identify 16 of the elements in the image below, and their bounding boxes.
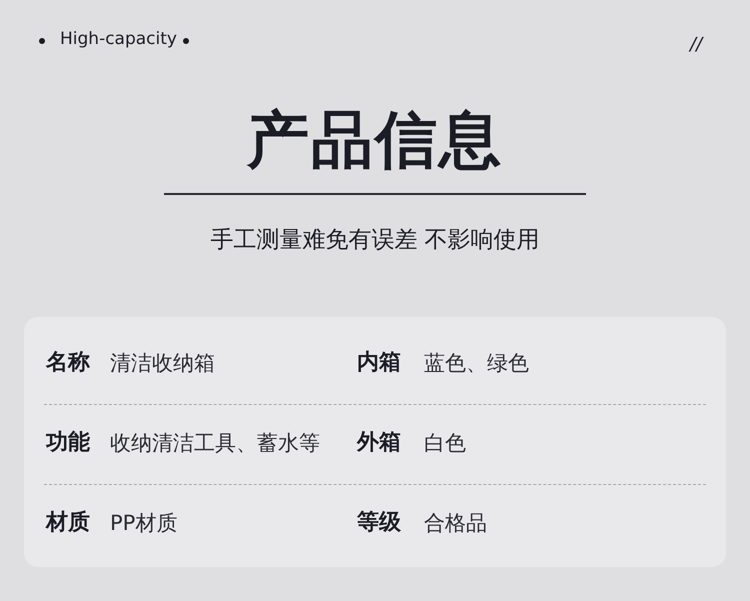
field-label: 材质: [46, 509, 90, 537]
subtitle: 手工测量难免有误差 不影响使用: [209, 226, 541, 255]
field-label: 等级: [357, 509, 401, 537]
field-label: 功能: [46, 429, 90, 457]
field-value: 清洁收纳箱: [110, 350, 215, 377]
page-title: 产品信息: [246, 102, 504, 178]
field-label: 外箱: [357, 429, 401, 457]
slash-mark: //: [690, 34, 702, 55]
field-value: PP材质: [110, 510, 178, 537]
field-value: 白色: [424, 430, 466, 457]
field-value: 合格品: [424, 510, 487, 537]
field-value: 蓝色、绿色: [424, 350, 529, 377]
field-label: 内箱: [357, 349, 401, 377]
tagline: High-capacity: [60, 29, 177, 49]
field-value: 收纳清洁工具、蓄水等: [110, 430, 320, 457]
field-label: 名称: [46, 349, 90, 377]
